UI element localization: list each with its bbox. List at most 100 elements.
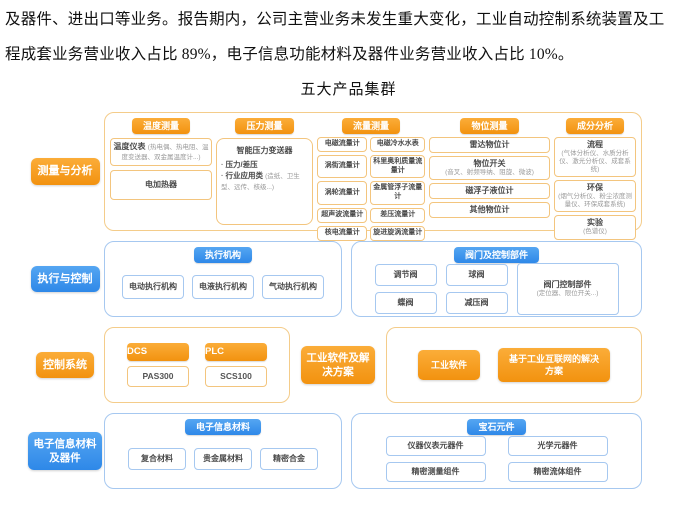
valves-grid: 调节阀 球阀 蝶阀 减压阀 [374,263,508,314]
level-item-other: 其他物位计 [429,201,550,218]
electronic-materials-label-col: 电子信息材料及器件 [26,431,104,471]
actuator-item-electric: 电动执行机构 [122,274,184,299]
gem-item-instrument-components: 仪器仪表元器件 [385,435,486,456]
gem-panel: 宝石元件 仪器仪表元器件 光学元器件 精密测量组件 精密流体组件 [351,413,642,489]
row-electronic-materials: 电子信息材料及器件 电子信息材料 复合材料 贵金属材料 精密合金 宝石元件 仪器… [26,413,642,489]
analysis-lab-name: 实验 [587,218,603,228]
level-group: 物位测量 雷达物位计 物位开关 (音叉、射频导纳、阻旋、微波) 磁浮子液位计 其… [429,118,550,225]
body-paragraph: 及器件、进出口等业务。报告期内，公司主营业务未发生重大变化，工业自动控制系统装置… [5,2,695,72]
level-header: 物位测量 [460,118,519,134]
analysis-process-sub: (气体分析仪、水质分析仪、激光分析仪、成套系统) [559,149,631,174]
plc-header: PLC [205,343,267,361]
bullet-dot: · [221,159,224,169]
pressure-bullet-2-text: 行业应用类 [225,171,264,181]
dcs-group: DCS PAS300 [127,343,189,387]
execution-panels: 执行机构 电动执行机构 电液执行机构 气动执行机构 阀门及控制部件 调节阀 球阀… [104,241,642,317]
temperature-header: 温度测量 [131,118,190,134]
flow-item: 电磁流量计 [317,136,368,152]
temperature-instruments-name: 温度仪表 [113,141,146,151]
flow-group: 流量测量 电磁流量计 电磁冷水水表 涡街流量计 科里奥利质量流量计 涡轮流量计 … [317,118,425,241]
valves-panel: 阀门及控制部件 调节阀 球阀 蝶阀 减压阀 阀门控制部件 (定位器、限位开关..… [351,241,642,317]
actuators-panel: 执行机构 电动执行机构 电液执行机构 气动执行机构 [104,241,342,317]
valve-item-pressure-reducing: 减压阀 [445,291,508,314]
material-item-composite: 复合材料 [128,447,186,470]
row-execution-control: 执行与控制 执行机构 电动执行机构 电液执行机构 气动执行机构 阀门及控制部件 … [26,241,642,317]
cluster-label-measurement-analysis: 测量与分析 [30,158,100,185]
valves-items: 调节阀 球阀 蝶阀 减压阀 阀门控制部件 (定位器、限位开关...) [358,262,635,315]
valve-item-butterfly: 蝶阀 [374,291,437,314]
pressure-header: 压力测量 [235,118,294,134]
dcs-header: DCS [127,343,189,361]
gem-item-precision-fluid: 精密流体组件 [507,461,608,482]
gem-header: 宝石元件 [467,419,526,435]
analysis-environment-sub: (烟气分析仪、粉尘浓度测量仪、环保成套系统) [558,193,632,209]
material-item-precious-metal: 贵金属材料 [194,447,252,470]
industrial-software-item: 工业软件 [417,349,480,381]
analysis-process-name: 流程 [587,139,603,149]
five-product-clusters-diagram: 测量与分析 温度测量 温度仪表 (热电偶、热电阻、温度变送器、双金属温度计...… [26,112,642,499]
flow-item: 超声波流量计 [317,207,368,223]
electric-heater-item: 电加热器 [110,170,212,201]
valve-control-parts-item: 阀门控制部件 (定位器、限位开关...) [516,262,619,315]
software-label-col: 工业软件及解决方案 [290,345,386,385]
actuators-items: 电动执行机构 电液执行机构 气动执行机构 [111,263,335,311]
row-control-systems: 控制系统 DCS PAS300 PLC SCS100 工业软件及解决方案 工业软… [26,327,642,403]
flow-item: 电磁冷水水表 [370,136,425,152]
software-panel: 工业软件 基于工业互联网的解决方案 [386,327,642,403]
valve-control-parts-sub: (定位器、限位开关...) [536,289,599,297]
analysis-lab-sub: (色谱仪) [583,228,607,236]
flow-item: 核电流量计 [317,225,368,241]
control-systems-panel: DCS PAS300 PLC SCS100 [104,327,290,403]
body-paragraph-line2: 程成套业务营业收入占比 89%，电子信息功能材料及器件业务营业收入占比 10%。 [5,46,574,63]
gem-items: 仪器仪表元器件 光学元器件 精密测量组件 精密流体组件 [358,435,635,483]
gem-item-precision-measuring: 精密测量组件 [385,461,486,482]
level-switch-sub: (音叉、射频导纳、阻旋、微波) [445,168,534,176]
temperature-group: 温度测量 温度仪表 (热电偶、热电阻、温度变送器、双金属温度计...) 电加热器 [110,118,212,225]
flow-item: 旋进旋涡流量计 [370,225,425,241]
dcs-item-pas300: PAS300 [127,365,189,387]
valve-item-regulating: 调节阀 [374,263,437,286]
valve-item-ball: 球阀 [445,263,508,286]
pressure-bullet-2: ·行业应用类 (造纸、卫生型、远传、核级...) [221,171,308,192]
flow-item: 涡街流量计 [317,154,368,179]
actuator-item-pneumatic: 气动执行机构 [262,274,324,299]
flow-grid: 电磁流量计 电磁冷水水表 涡街流量计 科里奥利质量流量计 涡轮流量计 金属管浮子… [317,136,425,241]
cluster-label-control-systems: 控制系统 [36,351,94,379]
level-item-magnetic-float: 磁浮子液位计 [429,182,550,199]
measurement-label-col: 测量与分析 [26,158,104,185]
actuators-header: 执行机构 [193,247,252,263]
plc-item-scs100: SCS100 [205,365,267,387]
materials-panel: 电子信息材料 复合材料 贵金属材料 精密合金 [104,413,342,489]
valves-header: 阀门及控制部件 [453,247,539,263]
row-measurement-analysis: 测量与分析 温度测量 温度仪表 (热电偶、热电阻、温度变送器、双金属温度计...… [26,112,642,241]
bullet-dot: · [221,171,224,181]
body-paragraph-line1: 及器件、进出口等业务。报告期内，公司主营业务未发生重大变化，工业自动控制系统装置… [5,11,665,28]
level-item-radar: 雷达物位计 [429,136,550,153]
plc-group: PLC SCS100 [205,343,267,387]
analysis-group: 成分分析 流程 (气体分析仪、水质分析仪、激光分析仪、成套系统) 环保 (烟气分… [554,118,636,240]
materials-header: 电子信息材料 [184,419,261,435]
valve-control-parts-name: 阀门控制部件 [543,279,592,289]
iiot-solutions-item: 基于工业互联网的解决方案 [498,347,610,383]
control-systems-label-col: 控制系统 [26,351,104,379]
pressure-bullet-1-text: 压力/差压 [225,159,258,169]
analysis-header: 成分分析 [565,118,624,134]
level-item-switch: 物位开关 (音叉、射频导纳、阻旋、微波) [429,155,550,180]
pressure-transmitter-item: 智能压力变送器 ·压力/差压 ·行业应用类 (造纸、卫生型、远传、核级...) [216,137,313,225]
flow-header: 流量测量 [341,118,400,134]
analysis-item-lab: 实验 (色谱仪) [554,215,636,240]
cluster-label-industrial-software: 工业软件及解决方案 [301,345,375,385]
level-switch-name: 物位开关 [473,158,506,168]
materials-items: 复合材料 贵金属材料 精密合金 [111,435,335,483]
actuator-item-electrohydraulic: 电液执行机构 [192,274,254,299]
analysis-item-environment: 环保 (烟气分析仪、粉尘浓度测量仪、环保成套系统) [554,180,636,213]
flow-item: 差压流量计 [370,207,425,223]
cluster-label-execution-control: 执行与控制 [30,265,100,293]
flow-item: 金属管浮子流量计 [370,181,425,205]
temperature-instruments-sub: (热电偶、热电阻、温度变送器、双金属温度计...) [121,143,209,161]
execution-label-col: 执行与控制 [26,265,104,293]
cluster-label-electronic-materials: 电子信息材料及器件 [28,431,102,471]
gem-item-optical-components: 光学元器件 [507,435,608,456]
pressure-bullet-1: ·压力/差压 [221,160,308,171]
pressure-bullet-2-sub: (造纸、卫生型、远传、核级...) [221,173,300,191]
